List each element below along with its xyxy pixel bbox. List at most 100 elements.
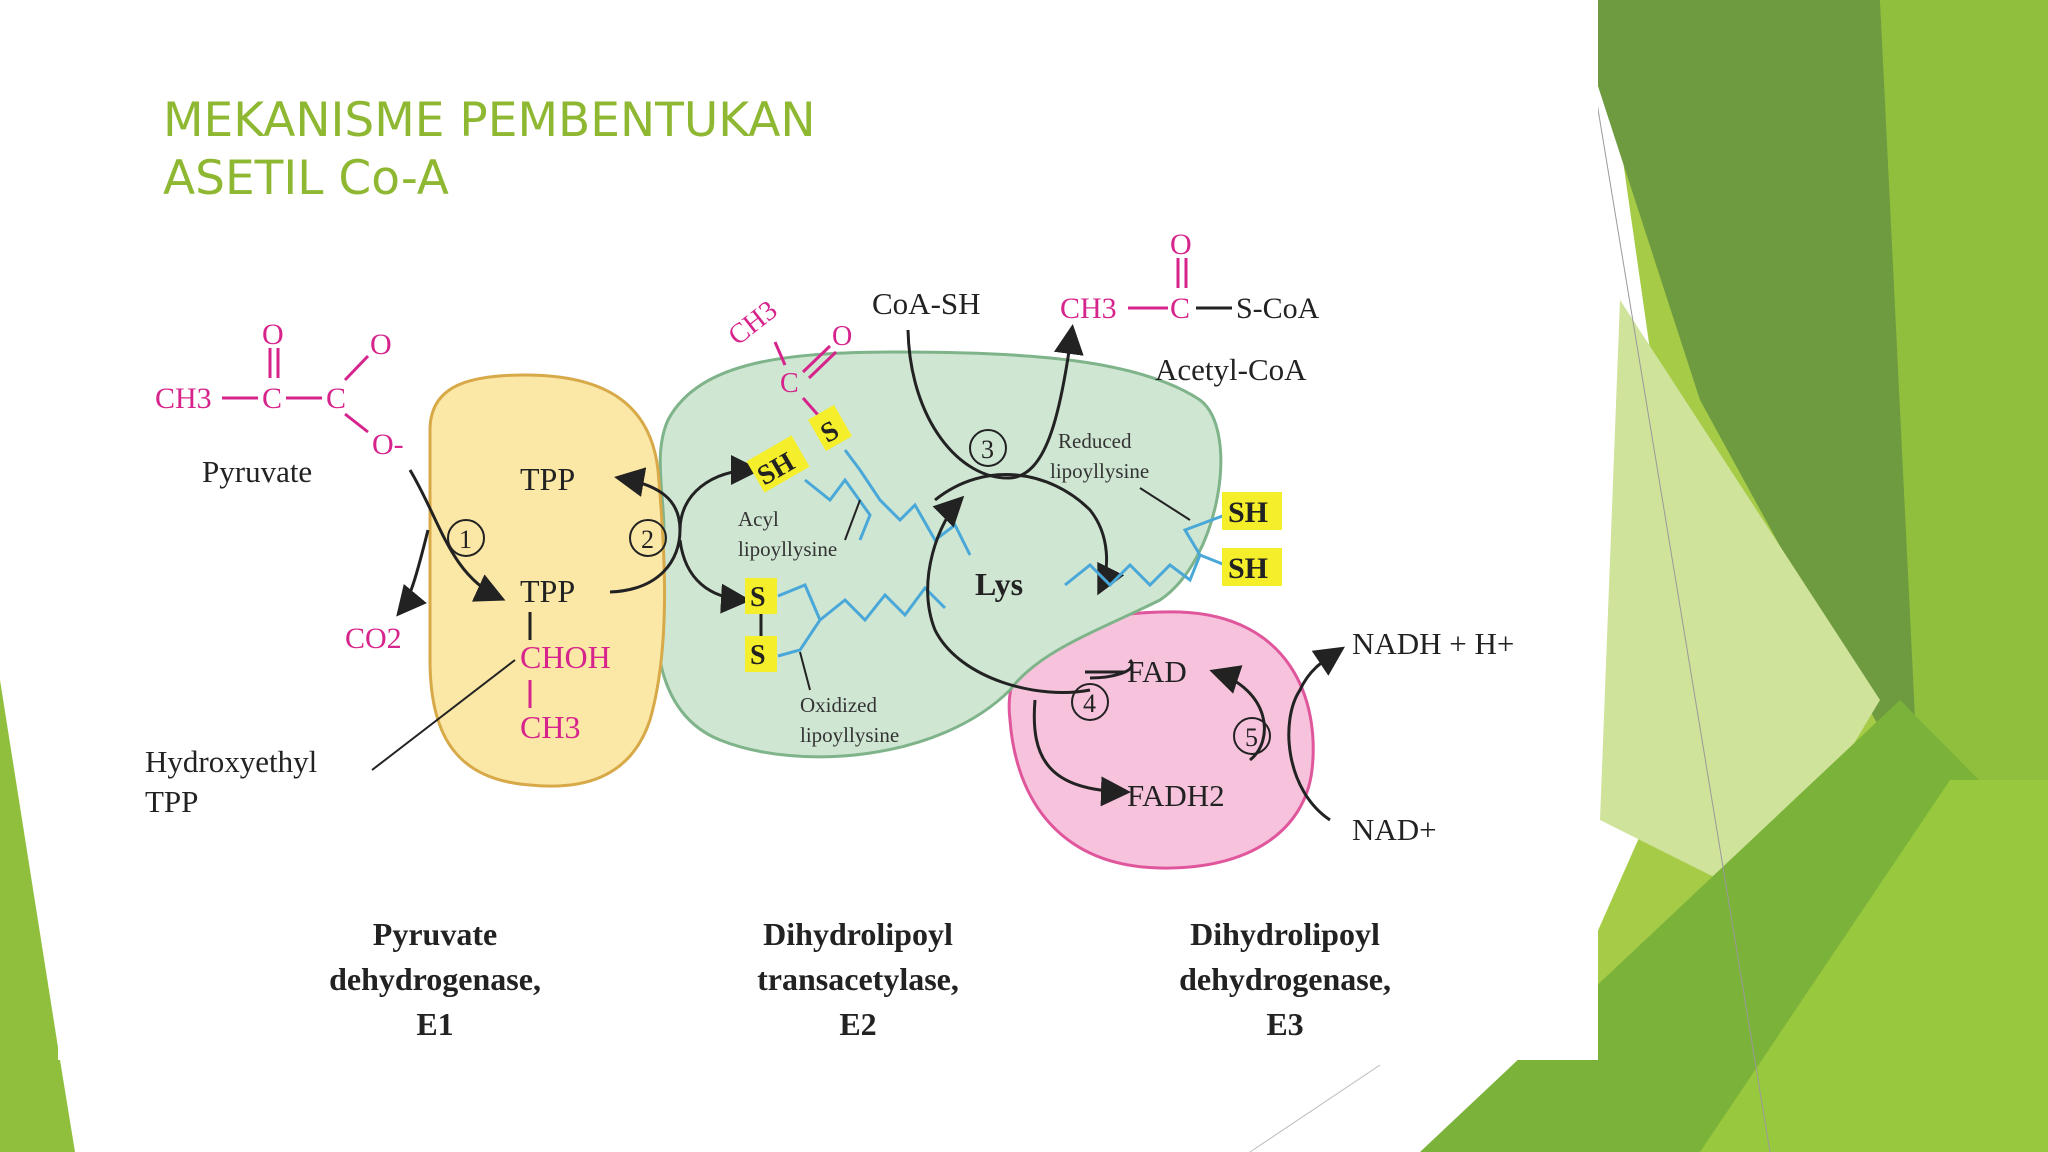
coa-sh-label: CoA-SH — [872, 286, 981, 321]
enzyme-e1-label: Pyruvate dehydrogenase, E1 — [329, 916, 541, 1042]
bond — [801, 397, 820, 416]
nadh-label: NADH + H+ — [1352, 626, 1514, 661]
step-1-circle — [447, 519, 485, 557]
acyl-o: O — [832, 321, 852, 352]
oxidized-label-line2: lipoyllysine — [800, 723, 899, 747]
pyruvate-structure: CH3 C C O O O- Pyruvate — [155, 318, 404, 489]
deco-line-1 — [1579, 0, 1771, 1152]
reduced-sh1: SH — [1228, 496, 1268, 529]
reduced-pointer — [1139, 487, 1191, 521]
co2-label: CO2 — [345, 622, 402, 655]
highlight — [746, 435, 810, 493]
pyruvate-o2: O — [370, 328, 392, 361]
deco-right-mid — [1880, 0, 2048, 900]
arrow-step1-co2 — [396, 529, 430, 617]
acetyl-scoa: S-CoA — [1236, 292, 1320, 325]
step-5-number: 5 — [1245, 723, 1258, 752]
deco-left-edge — [0, 680, 75, 1152]
reduced-sh2: SH — [1228, 552, 1268, 585]
enzyme-e3-line3: E3 — [1266, 1006, 1303, 1042]
acyl-c: C — [780, 368, 799, 399]
arrow-step5-to-fad — [1209, 665, 1266, 762]
step-5-circle — [1233, 717, 1271, 755]
bond — [773, 341, 787, 366]
acyl-label-line2: lipoyllysine — [738, 537, 837, 561]
deco-right-dark — [1570, 0, 1930, 820]
deco-bottom-right2 — [1700, 780, 2048, 1152]
acetyl-ch3: CH3 — [1060, 292, 1117, 325]
oxidized-s1: S — [750, 582, 766, 613]
pyruvate-c2: C — [326, 382, 346, 415]
title-line-1: MEKANISME PEMBENTUKAN — [163, 93, 816, 148]
oxidized-pointer — [799, 651, 811, 691]
step-3-circle — [969, 429, 1007, 467]
hydroxyethyl-line2: TPP — [145, 784, 198, 819]
reduced-label-line1: Reduced — [1058, 429, 1132, 453]
oxidized-s2: S — [750, 640, 766, 671]
step-2-circle — [629, 519, 667, 557]
acetyl-coa-label: Acetyl-CoA — [1155, 352, 1307, 387]
oxidized-lipoyl-chain — [777, 583, 947, 658]
enzyme-e1-line2: dehydrogenase, — [329, 961, 541, 997]
reduced-label-line2: lipoyllysine — [1050, 459, 1149, 483]
pyruvate-ch3: CH3 — [155, 382, 212, 415]
arrow-step2-from-tpp — [609, 455, 761, 594]
enzyme-e3-line2: dehydrogenase, — [1179, 961, 1391, 997]
acetyl-c: C — [1170, 292, 1190, 325]
fadh2-label: FADH2 — [1127, 778, 1225, 813]
arrow-step1-in — [408, 469, 506, 602]
enzyme-e1-line3: E1 — [416, 1006, 453, 1042]
tpp-top: TPP — [520, 461, 575, 497]
choh: CHOH — [520, 639, 611, 675]
arrow-step4-down — [1032, 699, 1131, 807]
reduced-lipoyl-chain — [1064, 513, 1226, 588]
hydroxyethyl-line1: Hydroxyethyl — [145, 744, 317, 779]
tpp-mid: TPP — [520, 573, 575, 609]
highlight — [1222, 492, 1282, 530]
bond — [807, 350, 838, 380]
highlight — [1222, 548, 1282, 586]
ch3-bottom: CH3 — [520, 709, 580, 745]
arrow-lys-cycle-top — [934, 473, 1125, 596]
bond — [801, 344, 832, 374]
step-4-number: 4 — [1083, 689, 1096, 718]
pyruvate-c1: C — [262, 382, 282, 415]
highlight — [808, 404, 852, 452]
bond — [343, 354, 370, 382]
nad-label: NAD+ — [1352, 812, 1437, 847]
acetyl-coa-structure: CH3 C O S-CoA Acetyl-CoA — [1060, 228, 1320, 387]
acetyl-o: O — [1170, 228, 1192, 261]
step-2-number: 2 — [641, 525, 654, 554]
enzyme-e2-line2: transacetylase, — [757, 961, 959, 997]
enzyme-e3-label: Dihydrolipoyl dehydrogenase, E3 — [1179, 916, 1391, 1042]
pyruvate-ominus: O- — [372, 428, 404, 461]
enzyme-e3-line1: Dihydrolipoyl — [1190, 916, 1380, 952]
lys-label: Lys — [975, 566, 1023, 602]
step-4-circle — [1071, 683, 1109, 721]
arrow-lys-cycle-left — [926, 495, 1091, 694]
enzyme-e2-line3: E2 — [839, 1006, 876, 1042]
arrow-step2-lower — [678, 539, 751, 614]
title-line-2: ASETIL Co-A — [163, 151, 449, 206]
acyl-label-line1: Acyl — [738, 507, 779, 531]
bond — [344, 412, 369, 434]
deco-line-2 — [1249, 1064, 1381, 1152]
arrow-step3 — [906, 324, 1084, 480]
highlight — [745, 578, 777, 614]
oxidized-label-line1: Oxidized — [800, 693, 877, 717]
fad-label: FAD — [1127, 654, 1187, 689]
pyruvate-o1: O — [262, 318, 284, 351]
e1-blob — [428, 373, 667, 788]
deco-right-pale — [1600, 300, 1880, 900]
pyruvate-label: Pyruvate — [202, 454, 312, 489]
step-3-number: 3 — [981, 435, 994, 464]
hydroxyethyl-pointer — [371, 659, 516, 771]
step-1-number: 1 — [459, 525, 472, 554]
enzyme-e2-line1: Dihydrolipoyl — [763, 916, 953, 952]
arrow-step5-nadh — [1287, 646, 1345, 822]
acyl-pointer — [844, 499, 861, 541]
highlight — [745, 636, 777, 672]
enzyme-e1-line1: Pyruvate — [373, 916, 497, 952]
